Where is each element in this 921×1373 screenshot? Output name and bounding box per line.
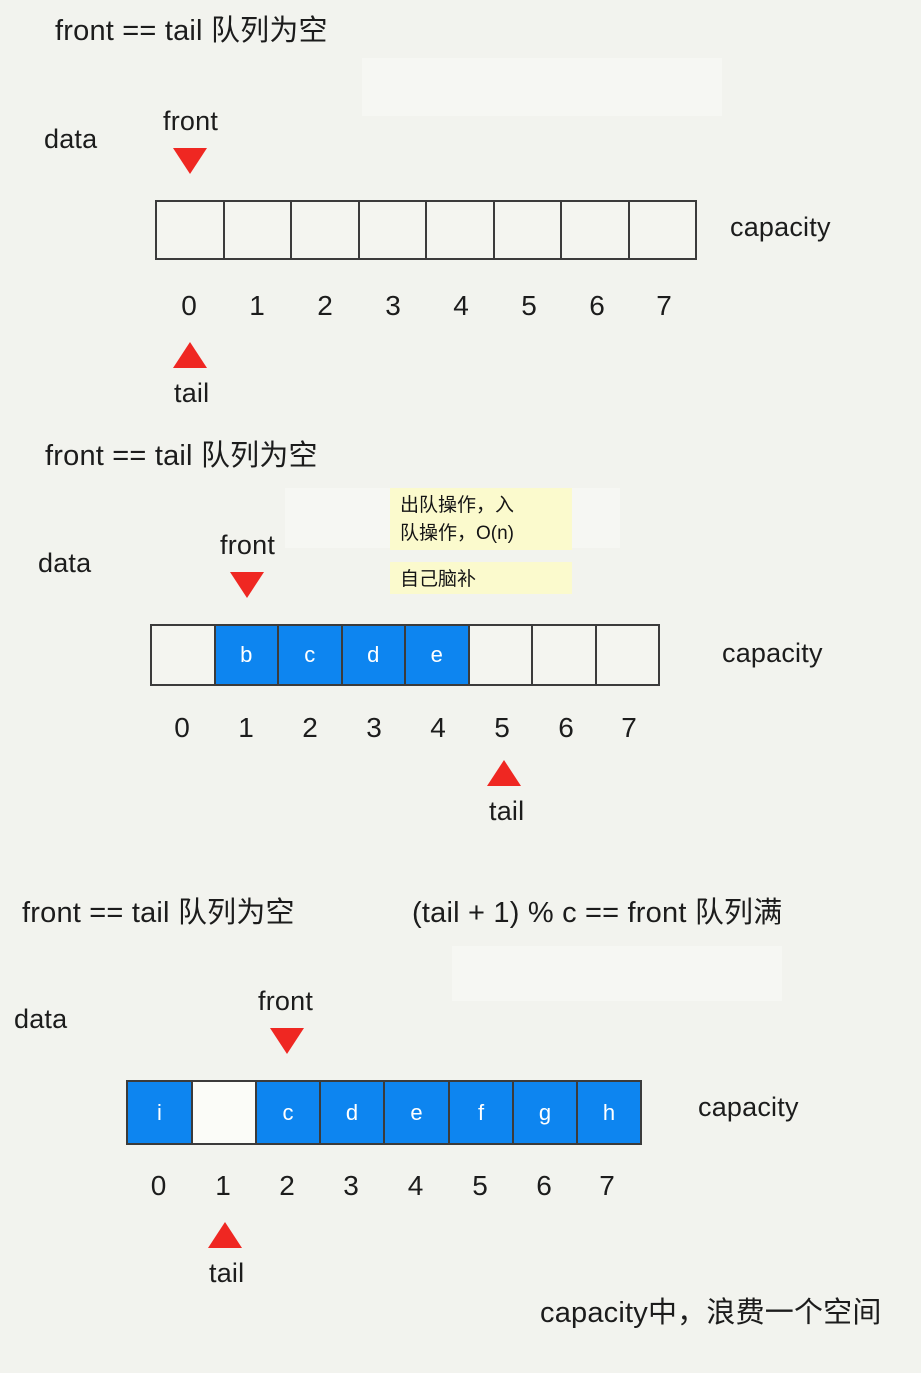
index-label: 2 [302,712,318,743]
background-panel-bottom [452,946,782,1001]
array-cell[interactable] [596,626,658,684]
index-label: 6 [536,1170,552,1201]
section3-heading-left: front == tail 队列为空 [22,897,295,929]
section2-array: b c d e [150,624,660,686]
section2-tail-pointer-icon [487,760,521,786]
array-cell[interactable]: c [257,1082,321,1143]
section3-tail-label: tail [209,1258,245,1288]
array-cell[interactable] [157,202,225,258]
index-label: 1 [238,712,254,743]
index-label: 3 [366,712,382,743]
index-label: 0 [181,290,197,321]
array-cell[interactable]: e [385,1082,450,1143]
section3-data-label: data [14,1004,68,1034]
section3-index-row: 0 1 2 3 4 5 6 7 [126,1170,642,1202]
array-cell[interactable] [427,202,495,258]
section3-front-label: front [258,986,314,1016]
section1-front-label: front [163,106,219,136]
section3-array: i c d e f g h [126,1080,642,1145]
array-cell[interactable] [533,626,597,684]
index-label: 3 [385,290,401,321]
note-line-1: 自己脑补 [400,569,477,590]
index-label: 4 [407,1170,424,1201]
section2-heading: front == tail 队列为空 [45,440,318,472]
section3-footer-note: capacity中，浪费一个空间 [540,1297,882,1329]
section2-tail-label: tail [489,796,525,826]
index-label: 2 [317,290,333,321]
index-label: 0 [174,712,190,743]
index-label: 3 [343,1170,359,1201]
note-line-1: 出队操作，入 [400,495,515,516]
index-label: 7 [621,712,637,743]
index-label: 5 [472,1170,488,1201]
array-cell[interactable]: d [321,1082,385,1143]
note-line-2: 队操作，O(n) [400,523,515,544]
section1-tail-label: tail [174,378,210,408]
index-label: 7 [599,1170,615,1201]
array-cell[interactable] [152,626,216,684]
section3-tail-pointer-icon [208,1222,242,1248]
array-cell[interactable] [359,202,427,258]
array-cell[interactable] [193,1082,257,1143]
index-label: 7 [656,290,672,321]
array-cell[interactable] [469,626,533,684]
index-label: 1 [249,290,265,321]
array-cell[interactable]: b [215,626,279,684]
array-cell[interactable] [494,202,562,258]
section1-heading: front == tail 队列为空 [55,15,328,47]
array-cell[interactable]: g [514,1082,578,1143]
section2-index-row: 0 1 2 3 4 5 6 7 [150,712,660,744]
section2-note-complexity: 出队操作，入 队操作，O(n) [390,488,572,550]
array-cell[interactable] [562,202,630,258]
section1-data-label: data [44,124,98,154]
index-label: 1 [215,1170,231,1201]
array-cell[interactable] [224,202,292,258]
index-label: 2 [279,1170,295,1201]
index-label: 6 [558,712,574,743]
array-cell[interactable]: h [578,1082,640,1143]
index-label: 5 [521,290,537,321]
array-cell[interactable]: e [406,626,470,684]
section3-front-pointer-icon [270,1028,304,1054]
index-label: 0 [150,1170,167,1201]
index-label: 5 [494,712,510,743]
section2-front-pointer-icon [230,572,264,598]
index-label: 6 [589,290,605,321]
array-cell[interactable]: d [342,626,406,684]
array-cell[interactable]: f [450,1082,514,1143]
index-label: 4 [453,290,469,321]
array-cell[interactable] [629,202,695,258]
section1-capacity-label: capacity [730,212,831,242]
section3-heading-right: (tail + 1) % c == front 队列满 [412,897,783,929]
section2-front-label: front [220,530,276,560]
section1-front-pointer-icon [173,148,207,174]
section1-array [155,200,697,260]
section1-tail-pointer-icon [173,342,207,368]
section2-capacity-label: capacity [722,638,823,668]
section1-index-row: 0 1 2 3 4 5 6 7 [155,290,697,322]
array-cell[interactable]: c [279,626,343,684]
section2-note-hint: 自己脑补 [390,562,572,594]
section3-capacity-label: capacity [698,1092,799,1122]
array-cell[interactable] [292,202,360,258]
section2-data-label: data [38,548,92,578]
array-cell[interactable]: i [128,1082,193,1143]
index-label: 4 [430,712,446,743]
background-panel-top [362,58,722,116]
